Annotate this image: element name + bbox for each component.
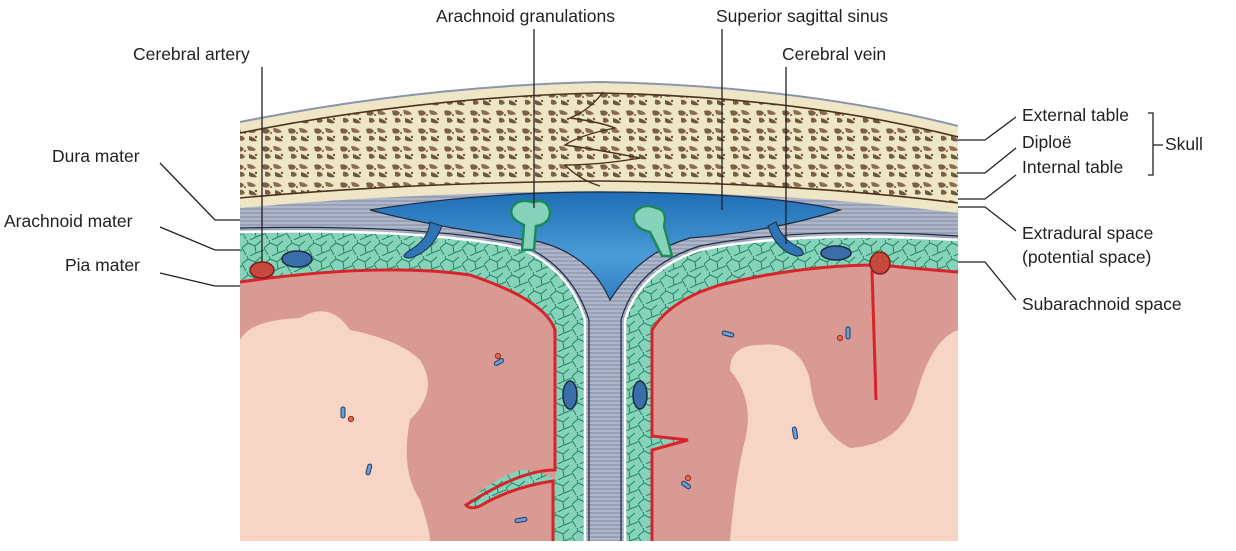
vein-falx-right	[632, 380, 648, 410]
subarachnoid-space-right	[625, 234, 958, 541]
diploe	[240, 88, 958, 208]
label-extradural-space: Extradural space	[1022, 223, 1154, 243]
label-cerebral-vein: Cerebral vein	[782, 44, 887, 64]
dura-mater	[240, 188, 958, 541]
cortical-vessels	[340, 326, 851, 524]
cerebral-vein-vessel-left	[281, 250, 313, 268]
label-skull: Skull	[1165, 134, 1203, 154]
sagittal-suture	[563, 91, 641, 187]
anatomy-panel	[240, 80, 958, 541]
bridging-vein-left	[403, 221, 443, 259]
label-cerebral-artery: Cerebral artery	[133, 44, 250, 64]
subarachnoid-space-left	[240, 231, 585, 541]
label-arachnoid-mater: Arachnoid mater	[4, 211, 133, 231]
label-potential-space: (potential space)	[1022, 247, 1152, 267]
cerebral-artery-vessel	[249, 261, 275, 279]
label-subarachnoid-space: Subarachnoid space	[1022, 294, 1182, 314]
white-matter-left	[240, 311, 430, 541]
sulcus-pia	[870, 269, 878, 401]
label-pia-mater: Pia mater	[65, 255, 140, 275]
label-external-table: External table	[1022, 105, 1130, 125]
pia-mater-right	[650, 263, 958, 541]
vein-falx-left	[562, 380, 578, 410]
arachnoid-granulation-left	[510, 199, 552, 252]
label-diploe: Diploë	[1022, 132, 1072, 152]
label-internal-table: Internal table	[1022, 157, 1124, 177]
label-superior-sagittal-sinus: Superior sagittal sinus	[716, 6, 889, 26]
pia-mater-left	[240, 268, 557, 541]
label-dura-mater: Dura mater	[52, 146, 140, 166]
cerebral-vein-vessel-right	[820, 245, 852, 261]
white-matter-right	[730, 330, 958, 541]
leader-lines	[159, 29, 1163, 301]
label-arachnoid-granulations: Arachnoid granulations	[436, 6, 616, 26]
arachnoid-granulation-right	[632, 204, 674, 258]
external-table	[240, 82, 958, 137]
superior-sagittal-sinus	[369, 191, 843, 302]
artery-right	[869, 251, 891, 275]
